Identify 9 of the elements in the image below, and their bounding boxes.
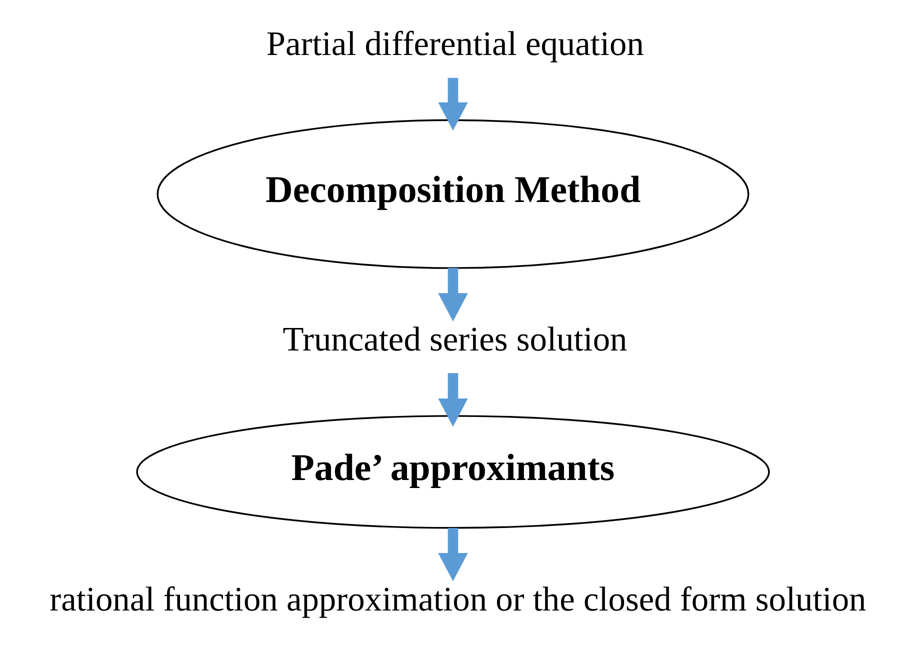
arrow [438, 78, 468, 131]
node-ellipse: Decomposition Method [156, 119, 749, 269]
node-text: Partial differential equation [266, 24, 644, 63]
node-ellipse: Pade’ approximants [136, 415, 770, 529]
arrow [438, 373, 468, 427]
node-text: rational function approximation or the closed form solution [49, 580, 866, 618]
arrow [438, 528, 468, 582]
node-text: Truncated series solution [282, 320, 627, 359]
arrow [438, 268, 468, 322]
